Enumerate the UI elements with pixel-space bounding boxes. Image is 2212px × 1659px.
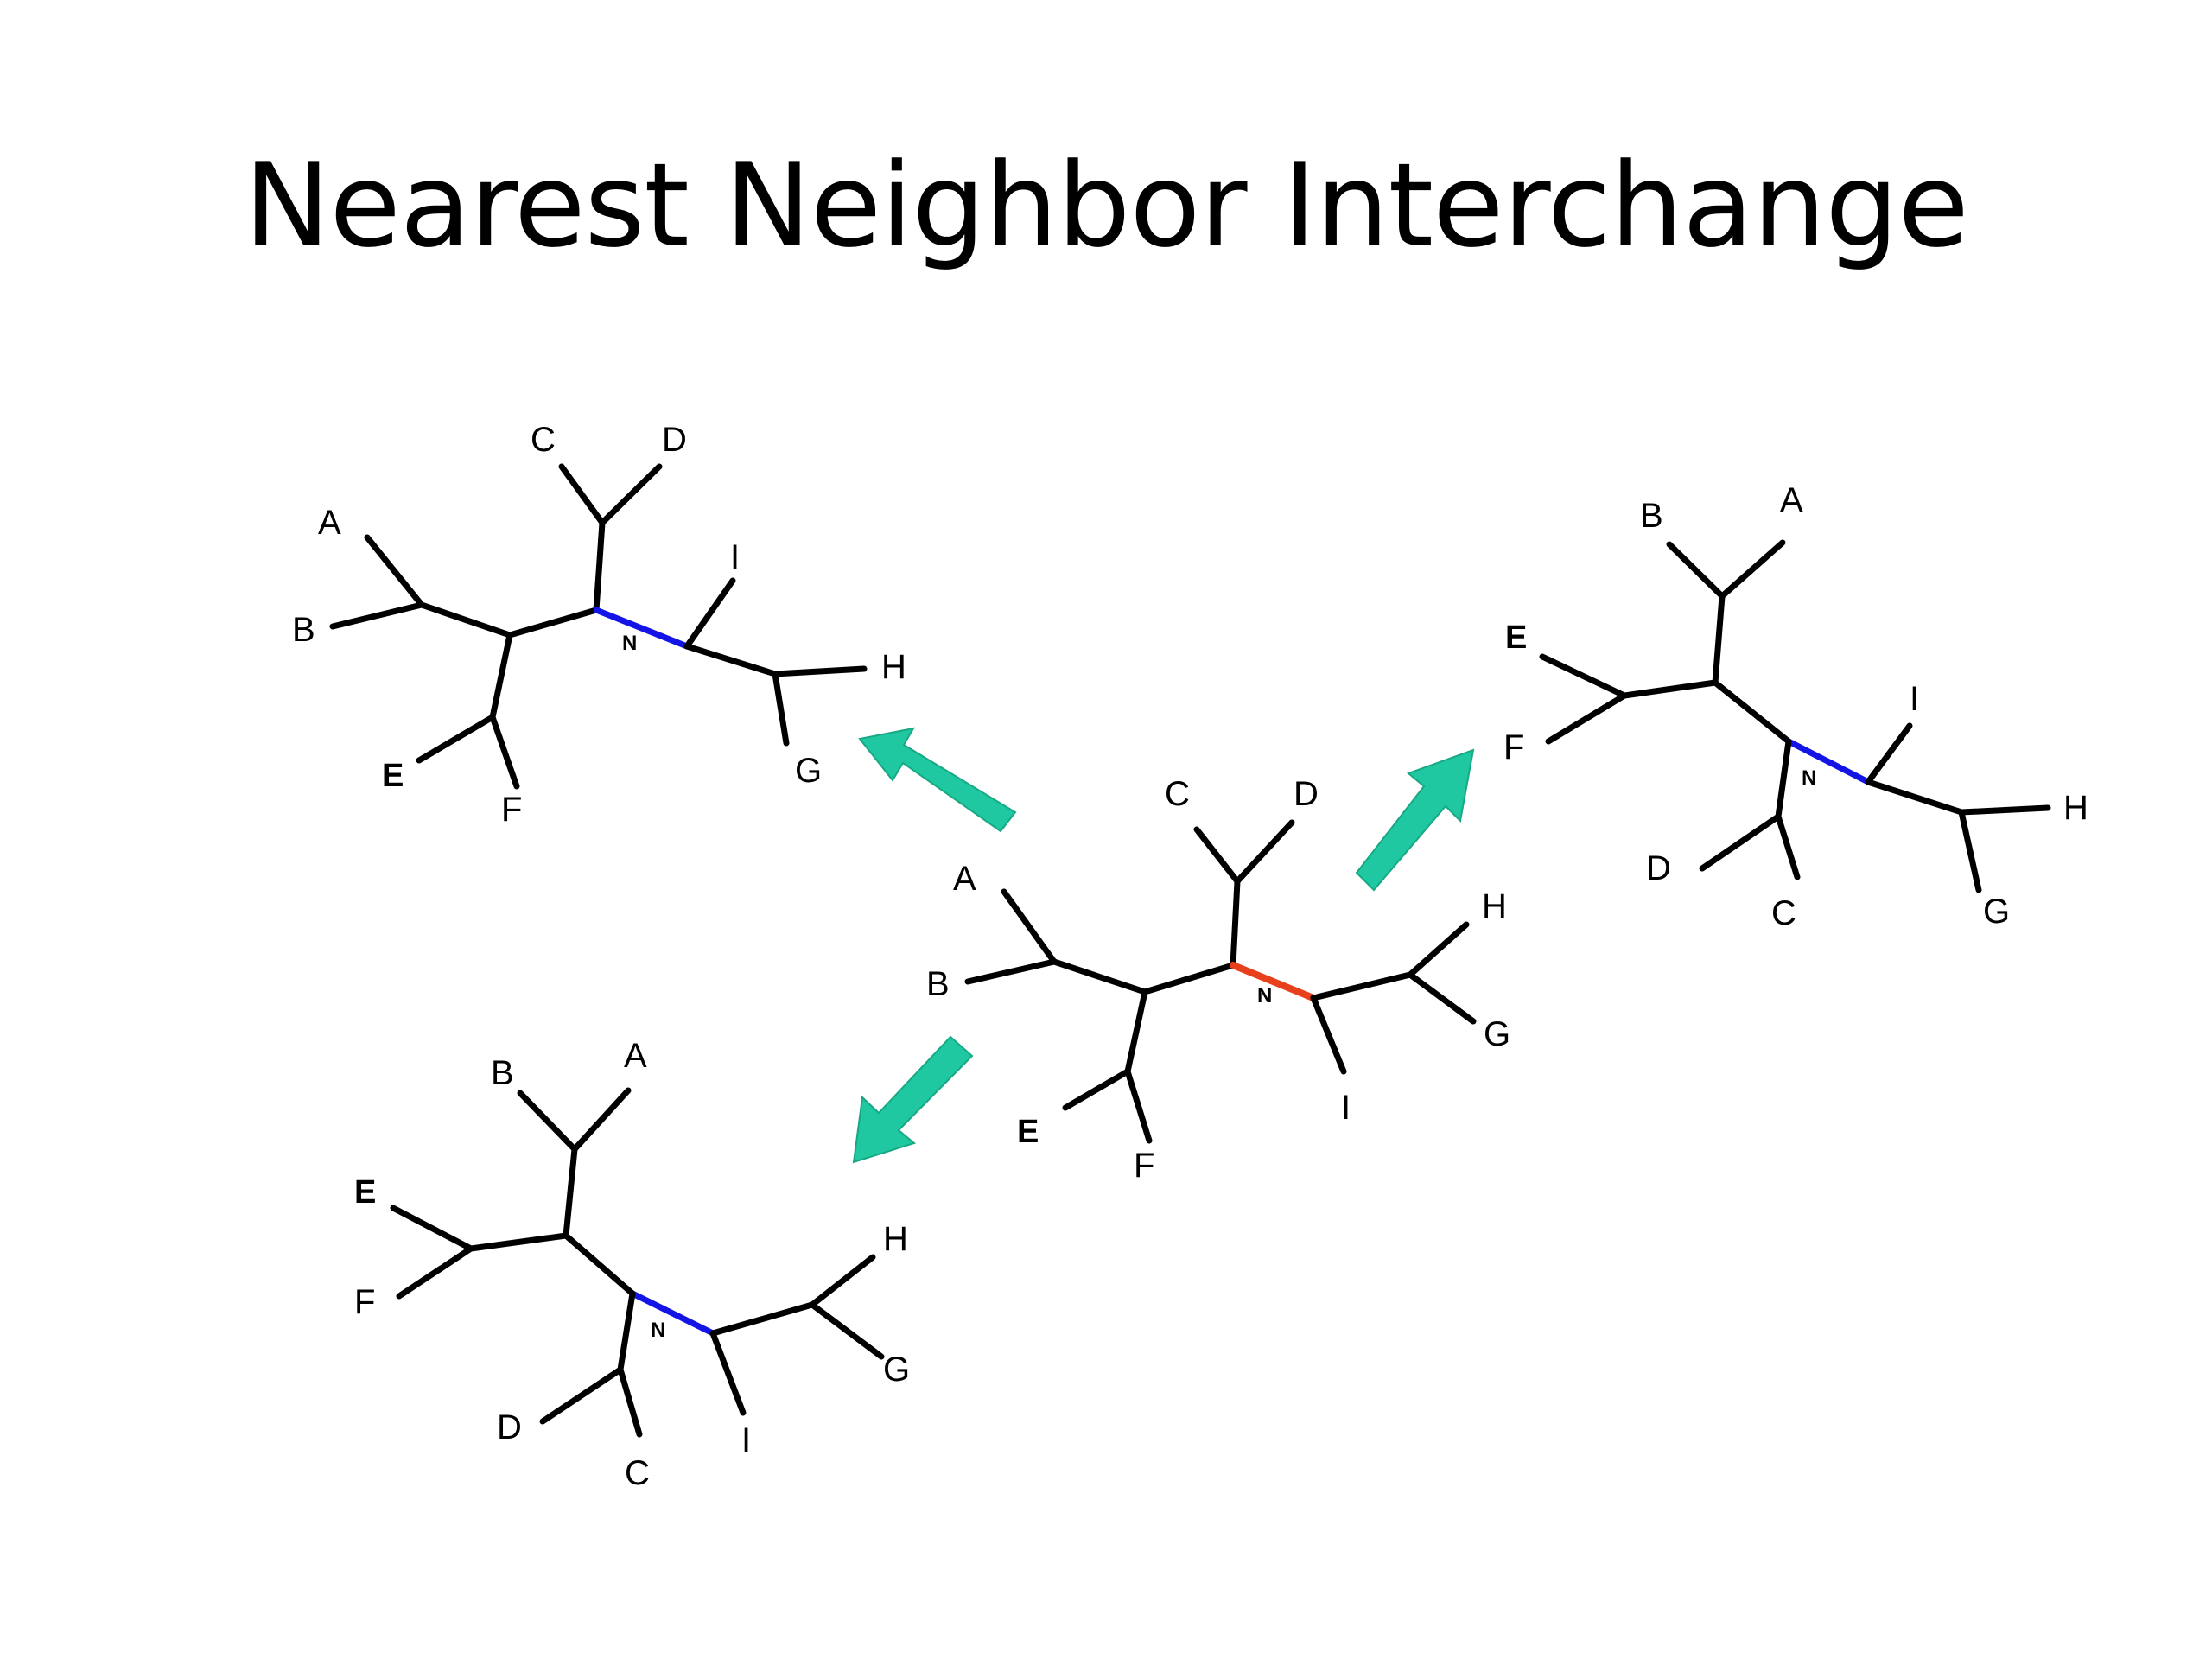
slide-title: Nearest Neighbor Interchange	[244, 138, 1969, 273]
tree-bottom-left: N A B C D E F G H I	[354, 1037, 910, 1492]
tree-top-right: N A B C D E F G H I	[1503, 481, 2088, 932]
leaf-label-c: C	[531, 421, 556, 459]
leaf-label-d: D	[662, 421, 687, 459]
leaf-label-g: G	[1983, 893, 2010, 931]
leaf-label-a: A	[318, 504, 341, 542]
leaf-label-f: F	[354, 1283, 375, 1321]
central-edge-swapped	[1785, 738, 1872, 785]
leaf-label-f: F	[1134, 1147, 1154, 1185]
leaf-label-h: H	[2063, 789, 2088, 827]
leaf-label-h: H	[1482, 887, 1507, 925]
leaf-label-g: G	[795, 752, 822, 790]
central-edge-swapped	[593, 607, 690, 650]
leaf-label-b: B	[926, 965, 950, 1003]
leaf-label-d: D	[1646, 849, 1671, 887]
leaf-label-g: G	[1484, 1015, 1510, 1053]
leaf-label-i: I	[1910, 680, 1919, 718]
leaf-label-c: C	[1771, 894, 1796, 932]
leaf-label-i: I	[741, 1421, 751, 1459]
leaf-label-b: B	[1640, 497, 1663, 535]
svg-text:N: N	[651, 1319, 665, 1342]
leaf-label-a: A	[624, 1037, 647, 1075]
leaf-label-g: G	[883, 1351, 910, 1389]
leaf-label-e: E	[382, 758, 404, 794]
leaf-label-e: E	[1017, 1114, 1039, 1150]
arrow-to-top-right	[1355, 748, 1475, 892]
leaf-label-h: H	[883, 1220, 908, 1258]
tree-top-left: N A B C D E F G H I	[292, 421, 906, 829]
svg-text:N: N	[1802, 766, 1816, 790]
tree-center: N A B C D E F G H I	[926, 775, 1510, 1185]
leaf-label-h: H	[881, 648, 906, 686]
leaf-label-e: E	[1505, 620, 1527, 656]
svg-text:N: N	[1257, 984, 1272, 1007]
leaf-label-f: F	[1503, 728, 1524, 766]
leaf-label-c: C	[625, 1454, 650, 1492]
leaf-label-b: B	[292, 611, 315, 649]
arrow-to-top-left	[858, 727, 1017, 833]
leaf-label-i: I	[730, 538, 740, 576]
leaf-label-c: C	[1165, 775, 1190, 813]
leaf-label-i: I	[1341, 1089, 1351, 1127]
central-edge-original	[1230, 962, 1317, 1001]
leaf-label-a: A	[1780, 481, 1803, 519]
leaf-label-d: D	[1294, 775, 1319, 813]
leaf-label-f: F	[501, 791, 522, 829]
arrow-to-bottom-left	[852, 1035, 974, 1164]
leaf-label-a: A	[953, 860, 976, 898]
svg-text:N: N	[622, 632, 637, 655]
leaf-label-d: D	[497, 1408, 522, 1446]
leaf-label-e: E	[354, 1174, 376, 1211]
central-edge-swapped	[629, 1290, 716, 1337]
leaf-label-b: B	[491, 1054, 514, 1092]
